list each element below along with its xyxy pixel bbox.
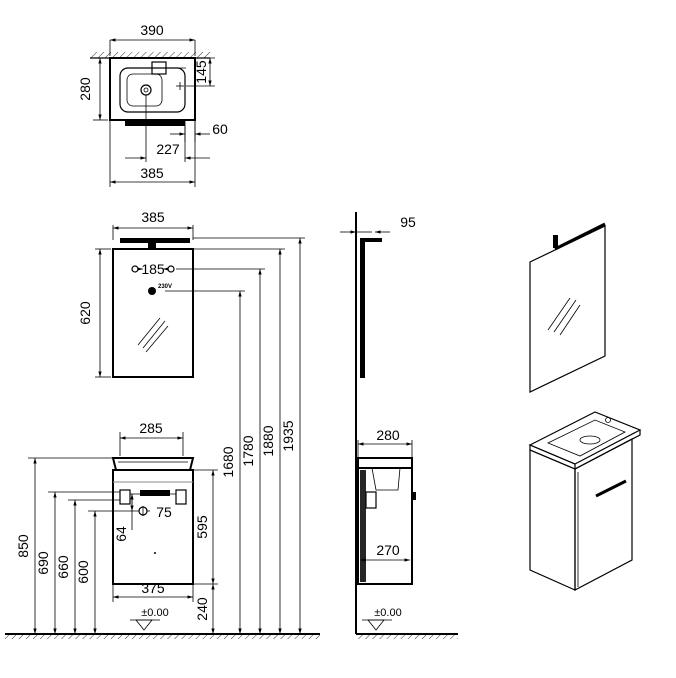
dim-top-60: 60 — [212, 121, 228, 137]
valve-right — [175, 489, 187, 505]
mirror-panel — [112, 248, 194, 378]
cabinet-front-view: 285 64 75 595 240 375 — [5, 237, 320, 639]
iso-handle — [595, 479, 627, 498]
mount-left — [131, 265, 139, 273]
dim-front-595: 595 — [194, 515, 210, 539]
dim-h-1680: 1680 — [220, 446, 236, 477]
floor-level-front: ±0.00 — [141, 607, 168, 619]
dim-front-64: 64 — [113, 526, 129, 542]
dim-top-280: 280 — [77, 77, 93, 101]
cabinet-body — [112, 469, 194, 585]
dim-top-385: 385 — [140, 165, 164, 181]
side-view: 95 280 270 ±0.00 — [340, 212, 458, 639]
iso-basin-top — [528, 411, 642, 465]
dim-top-390: 390 — [140, 22, 164, 38]
mount-right — [167, 265, 175, 273]
wall-hatch-top — [90, 52, 210, 58]
dim-h-1780: 1780 — [240, 435, 256, 466]
side-handle — [413, 492, 416, 500]
dim-front-240: 240 — [194, 597, 210, 621]
cabinet-under — [125, 120, 185, 126]
side-mirror — [360, 242, 365, 378]
socket-icon — [148, 287, 156, 295]
dim-h-660: 660 — [55, 555, 71, 579]
dim-mirror-385: 385 — [141, 209, 165, 225]
dim-front-375: 375 — [141, 580, 165, 596]
socket-label: 230V — [158, 284, 172, 290]
basin-top — [111, 457, 195, 471]
iso-mirror — [529, 225, 606, 393]
siphon — [140, 490, 170, 496]
mirror-front-view: 385 185 230V 620 — [77, 209, 194, 378]
isometric-view — [528, 222, 642, 591]
dim-side-280: 280 — [376, 427, 400, 443]
dim-side-270: 270 — [376, 542, 400, 558]
iso-cabinet-front — [574, 438, 633, 591]
dim-front-75: 75 — [156, 504, 172, 520]
dim-h-1880: 1880 — [260, 425, 276, 456]
side-cabinet — [357, 467, 413, 585]
side-light-bar — [360, 238, 382, 242]
mirror-light-bar — [120, 238, 190, 243]
dim-side-95: 95 — [400, 214, 416, 230]
iso-cabinet-side — [529, 449, 576, 591]
dim-h-600: 600 — [75, 560, 91, 584]
top-view: 390 280 145 60 227 385 — [77, 22, 228, 187]
dim-front-285: 285 — [139, 420, 163, 436]
dim-mount-185: 185 — [141, 261, 165, 277]
dim-top-145: 145 — [193, 60, 209, 84]
side-basin — [357, 457, 413, 469]
floor-level-side: ±0.00 — [374, 607, 401, 619]
valve-left — [119, 489, 131, 505]
dim-mirror-620: 620 — [77, 301, 93, 325]
dim-h-850: 850 — [15, 534, 31, 558]
drain-circle — [140, 84, 152, 96]
dim-h-690: 690 — [35, 551, 51, 575]
dim-h-1935: 1935 — [280, 420, 296, 451]
dim-top-227: 227 — [156, 141, 180, 157]
